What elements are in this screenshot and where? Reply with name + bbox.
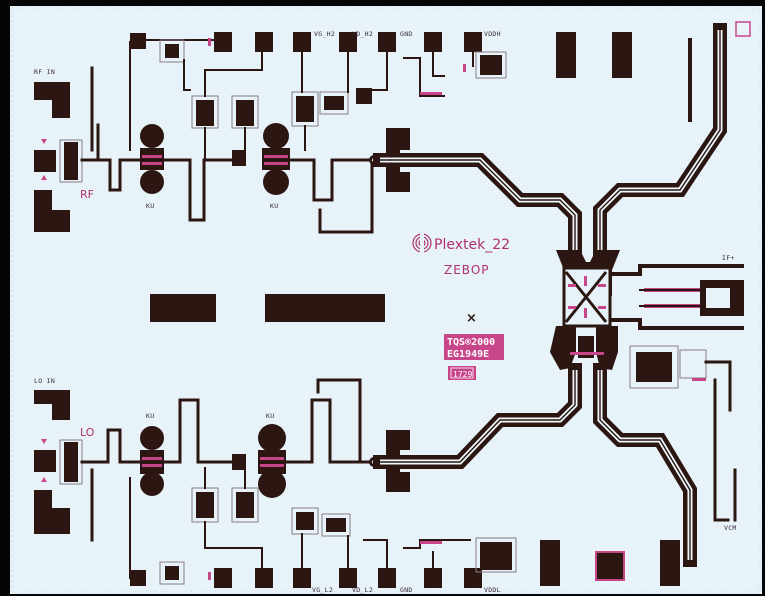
lo-coplanar-line <box>373 363 737 567</box>
if-output-section <box>610 264 744 412</box>
cross-marker: × <box>466 311 477 326</box>
bottom-bias-pads <box>130 540 680 588</box>
lo-input-port <box>34 390 83 534</box>
alignment-mark <box>735 21 751 37</box>
lo-stage1-label: KU <box>146 412 154 420</box>
rf-stage1-label: KU <box>146 202 154 210</box>
vg-h2-label: VG_H2 <box>314 30 335 38</box>
rf-coplanar-line <box>373 23 727 259</box>
gnd-bottom-label: GND <box>400 586 413 594</box>
rf-stage2-label: KU <box>270 202 278 210</box>
lo-in-label: LO IN <box>34 377 55 385</box>
process-mark-box <box>444 334 504 360</box>
vddl-label: VDDL <box>484 586 501 594</box>
vcm-label: VCM <box>724 524 737 532</box>
revision-code: 1729 <box>453 370 472 379</box>
gnd-top-label: GND <box>400 30 413 38</box>
vd-h2-label: VD_H2 <box>352 30 373 38</box>
logo-text: Plextek_22 <box>434 237 510 253</box>
resistor-bar-right <box>265 294 385 322</box>
revision-box <box>448 366 476 380</box>
vg-l2-label: VG_L2 <box>312 586 333 594</box>
process-mark-line1: TQS®2000 <box>447 337 495 348</box>
lo-stage2-label: KU <box>266 412 274 420</box>
rf-amplifier-chain <box>80 38 507 234</box>
rf-input-port <box>34 82 83 232</box>
part-name: ZEBOP <box>444 263 490 277</box>
plexus-logo-icon <box>412 233 432 253</box>
top-bias-pads <box>130 32 632 78</box>
process-mark-line2: EG1949E <box>447 349 489 360</box>
mixer-core <box>550 250 620 370</box>
if-out-label: IF+ <box>722 254 735 262</box>
vddh-label: VDDH <box>484 30 501 38</box>
rf-block-label: RF <box>80 188 94 201</box>
rf-in-label: RF IN <box>34 68 55 76</box>
resistor-bar-left <box>150 294 216 322</box>
vd-l2-label: VD_L2 <box>352 586 373 594</box>
die-substrate <box>10 6 762 594</box>
lo-block-label: LO <box>80 426 95 439</box>
